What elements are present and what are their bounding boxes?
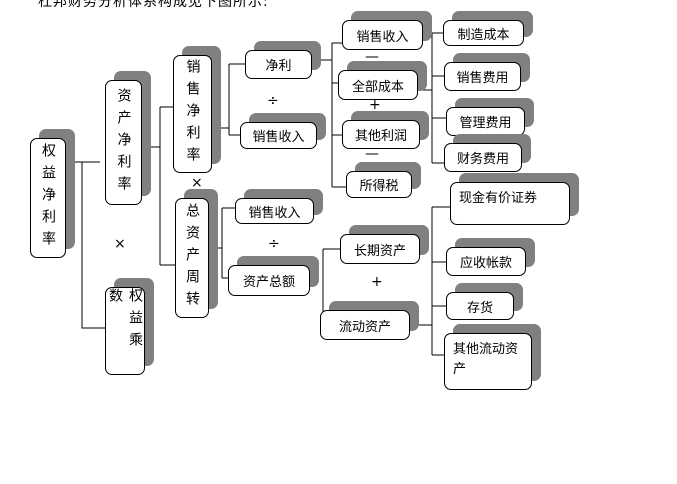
box-roe: 权益净利率 — [30, 138, 66, 258]
caption: 杜邦财务分析体系构成见下图所示: — [38, 0, 269, 10]
box-other-profit: 其他利润 — [342, 120, 420, 149]
box-net-profit: 净利 — [245, 50, 312, 79]
box-net-margin: 销售净利率 — [173, 55, 212, 173]
box-admin-expense: 管理费用 — [446, 107, 525, 136]
box-cash-securities: 现金有价证券 — [450, 182, 570, 225]
operator-divide: ÷ — [268, 236, 280, 252]
box-finance-expense: 财务费用 — [444, 143, 522, 172]
box-current-assets: 流动资产 — [320, 310, 410, 340]
box-income-tax: 所得税 — [346, 171, 412, 198]
box-equity-multiplier: 权益乘数 — [105, 287, 145, 375]
box-total-assets: 资产总额 — [228, 265, 310, 296]
box-total-cost: 全部成本 — [338, 70, 418, 100]
operator-plus: + — [369, 97, 381, 113]
box-long-term-assets: 长期资产 — [340, 234, 420, 264]
operator-minus: — — [365, 49, 379, 65]
box-roa: 资产净利率 — [105, 80, 142, 205]
box-sales-3: 销售收入 — [342, 20, 423, 50]
operator-minus: — — [365, 146, 379, 162]
box-sales-1: 销售收入 — [240, 122, 317, 149]
box-inventory: 存货 — [446, 292, 514, 320]
box-asset-turnover: 总资产周转 — [175, 198, 209, 318]
operator-divide: ÷ — [267, 93, 279, 109]
box-other-current-assets: 其他流动资产 — [444, 333, 532, 390]
operator-times: × — [191, 175, 203, 191]
box-selling-expense: 销售费用 — [444, 62, 521, 91]
operator-times: × — [114, 236, 126, 252]
box-sales-2: 销售收入 — [235, 198, 314, 224]
box-receivables: 应收帐款 — [446, 247, 526, 276]
operator-plus: + — [371, 274, 383, 290]
box-manufacturing-cost: 制造成本 — [443, 20, 524, 46]
